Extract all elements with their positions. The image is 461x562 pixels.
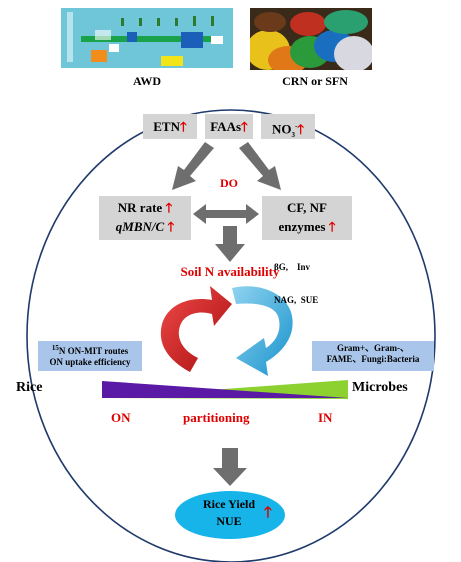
awd-experiment-photo [61,8,233,68]
partitioning-label: partitioning [183,410,250,425]
enzyme-list: βG, Inv NAG, SUE [274,240,344,317]
etn-label: ETN [153,119,180,134]
yield-up-arrow-icon: 🡑 [264,505,272,521]
etn-box: ETN🡑 [143,114,197,139]
cycle-arrow-red [160,286,232,372]
fertilizer-granules-photo [250,8,372,70]
fertilizer-caption: CRN or SFN [282,74,348,88]
soil-n-availability: Soil N availability [180,264,280,279]
cf-box: CF, NF enzymes 🡑 [262,196,352,240]
nue-label: NUE [216,514,242,528]
enzyme-line-2: NAG, SUE [274,295,319,305]
double-arrow [193,204,259,224]
microbes-label: Microbes [352,380,408,395]
in-label: IN [318,410,333,425]
faas-label: FAAs [210,119,242,134]
rice-info-line-2: ON uptake efficiency [49,357,131,367]
wedge-purple [102,381,348,398]
no3-label: NO [271,121,292,137]
rice-yield-label: Rice Yield [202,497,256,511]
nr-rate-up-arrow-icon: 🡑 [165,200,173,215]
microbe-info-line-1: Gram+、Gram-、 [336,343,410,353]
nr-rate-label: NR rate [117,200,163,215]
do-arrows [172,142,281,190]
no3-subscript: 3 [291,130,295,139]
n15-superscript: 15 [51,344,59,352]
no3-up-arrow-icon: 🡑 [297,121,305,137]
enzyme-line-1: βG, Inv [274,262,310,272]
down-arrow-soil [215,226,245,262]
do-label: DO [220,176,238,190]
cycle-arrow-blue [232,286,293,376]
no3-box: NO3-🡑 [261,114,315,139]
microbe-info-box: Gram+、Gram-、 FAME、Fungi:Bacteria [312,341,434,371]
faas-box: FAAs🡑 [205,114,253,139]
rice-info-line-1: N ON-MIT routes [58,346,129,356]
yield-oval [175,491,285,539]
cf-nf-label: CF, NF [287,200,327,215]
no3-superscript: - [294,122,298,130]
microbe-info-line-2: FAME、Fungi:Bacteria [326,354,420,364]
enzymes-label: enzymes [278,219,326,234]
awd-caption: AWD [132,74,161,88]
enzymes-up-arrow-icon: 🡑 [328,219,336,234]
rice-info-box: 15N ON-MIT routes ON uptake efficiency [38,341,142,371]
nr-box: NR rate 🡑 qMBN/C 🡑 [99,196,191,240]
etn-up-arrow-icon: 🡑 [179,119,187,134]
down-arrow-yield [213,448,247,486]
faas-up-arrow-icon: 🡑 [241,119,248,134]
qmbn-up-arrow-icon: 🡑 [167,219,175,234]
on-label: ON [111,410,131,425]
yield-text: Rice Yield NUE [192,496,266,530]
main-oval [26,109,436,562]
qmbn-label: qMBN/C [115,219,165,234]
rice-label: Rice [16,380,43,395]
